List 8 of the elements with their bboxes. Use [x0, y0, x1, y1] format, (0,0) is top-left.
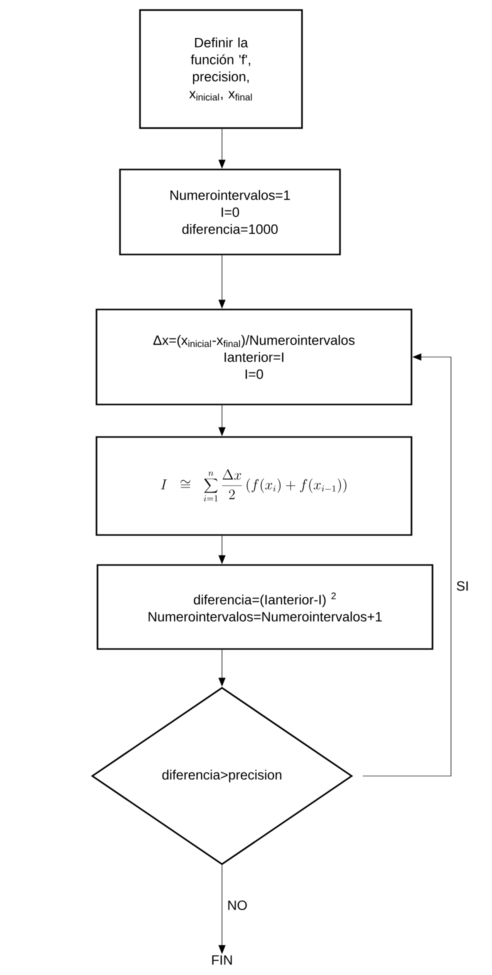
- process-box: diferencia=(Ianterior-I) $^{2}$ Numerointervalos=Numerointervalos+1: [96, 564, 434, 650]
- formula-box: $I \cong \sum_{i=1}^{n} \frac{\Delta x}{2} \left(f(x_i)+f(x_{i-1})\right)$: [96, 436, 412, 536]
- process-box: Definir la función 'f', precision, x$_{inicial}$, x$_{final}$: [139, 9, 303, 129]
- process-box: Δx=(x$_{inicial}$-x$_{final}$)/Numerointervalos Ianterior=I I=0: [96, 308, 412, 406]
- edge-label: SI: [456, 581, 468, 591]
- process-box: Numerointervalos=1 I=0 diferencia=1000: [119, 168, 341, 256]
- end-label: FIN: [212, 955, 232, 965]
- edge-label: NO: [228, 900, 247, 910]
